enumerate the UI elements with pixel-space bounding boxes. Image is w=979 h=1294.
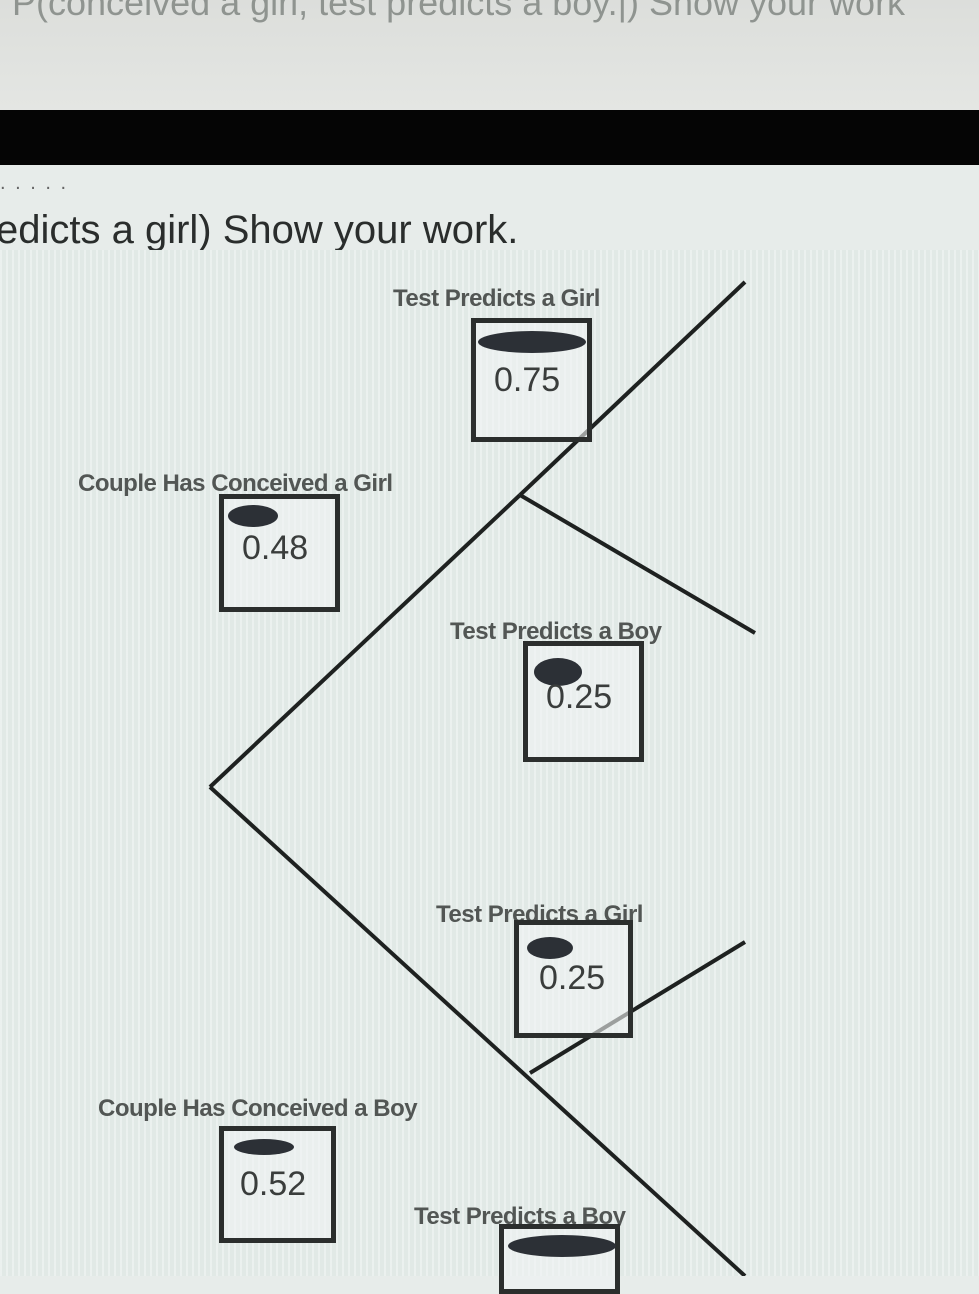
branch-line-girl-test-girl — [518, 280, 747, 497]
black-bar — [0, 110, 979, 165]
probability-box-boy[interactable]: 0.52 — [219, 1126, 336, 1243]
ink-smudge — [228, 505, 278, 527]
previous-question-text: P(conceived a girl, test predicts a boy.… — [12, 0, 906, 23]
ink-smudge — [508, 1235, 616, 1257]
truncated-text: . . . . . — [0, 172, 69, 194]
label-girl-test-girl: Test Predicts a Girl — [393, 285, 600, 312]
label-girl-test-boy: Test Predicts a Boy — [450, 618, 662, 645]
ink-smudge — [534, 658, 582, 686]
probability-value-girl: 0.48 — [242, 529, 309, 567]
probability-box-girl-test-girl[interactable]: 0.75 — [471, 318, 592, 442]
probability-value-girl-test-boy: 0.25 — [546, 678, 613, 716]
label-conceived-girl: Couple Has Conceived a Girl — [78, 470, 393, 497]
branch-line-girl — [208, 493, 522, 789]
probability-value-boy-test-girl: 0.25 — [539, 959, 606, 997]
probability-box-boy-test-girl[interactable]: 0.25 — [514, 920, 633, 1038]
branch-line-boy-test-girl — [528, 940, 747, 1075]
probability-box-boy-test-boy[interactable] — [499, 1224, 620, 1294]
probability-box-girl[interactable]: 0.48 — [219, 494, 340, 612]
probability-value-girl-test-girl: 0.75 — [494, 361, 561, 399]
previous-question-strip: P(conceived a girl, test predicts a boy.… — [0, 0, 979, 110]
ink-smudge — [234, 1139, 294, 1155]
ink-smudge — [478, 331, 586, 353]
branch-line-boy — [208, 785, 747, 1276]
probability-value-boy: 0.52 — [240, 1165, 307, 1203]
probability-box-girl-test-boy[interactable]: 0.25 — [523, 641, 644, 762]
label-conceived-boy: Couple Has Conceived a Boy — [98, 1095, 418, 1122]
branch-line-girl-test-boy — [518, 493, 757, 635]
question-text: edicts a girl) Show your work. — [0, 208, 519, 252]
ink-smudge — [527, 937, 573, 959]
